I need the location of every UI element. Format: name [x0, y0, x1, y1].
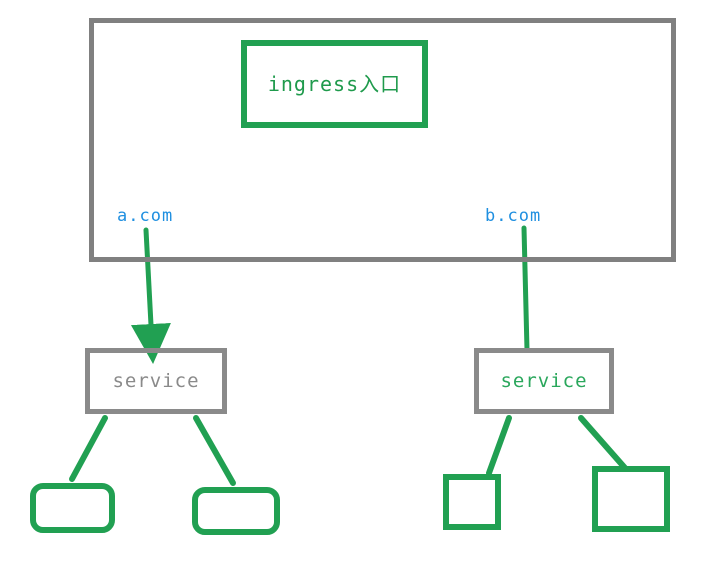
- service-node-right-label: service: [500, 369, 588, 392]
- edge-ingress-to-service-right: [521, 225, 530, 353]
- edge-label-b-com: b.com: [485, 206, 542, 226]
- pod-node-a1[interactable]: [30, 483, 115, 533]
- service-node-left-label: service: [112, 369, 200, 392]
- pod-node-b1[interactable]: [443, 474, 501, 530]
- edge-label-a-com: a.com: [117, 206, 174, 226]
- pod-node-a2[interactable]: [192, 487, 280, 535]
- service-node-left[interactable]: service: [85, 348, 227, 414]
- edge-service-right-to-pod-b2: [578, 415, 628, 471]
- ingress-node-label: ingress入口: [267, 72, 402, 96]
- edge-ingress-to-service-left: [130, 227, 171, 364]
- edge-service-right-to-pod-b1: [486, 415, 512, 476]
- service-node-right[interactable]: service: [474, 348, 614, 414]
- edge-service-left-to-pod-a1: [69, 415, 108, 482]
- ingress-node[interactable]: ingress入口: [241, 40, 428, 128]
- cluster-frame: [89, 18, 676, 262]
- pod-node-b2[interactable]: [592, 466, 670, 532]
- edge-service-left-to-pod-a2: [193, 415, 236, 486]
